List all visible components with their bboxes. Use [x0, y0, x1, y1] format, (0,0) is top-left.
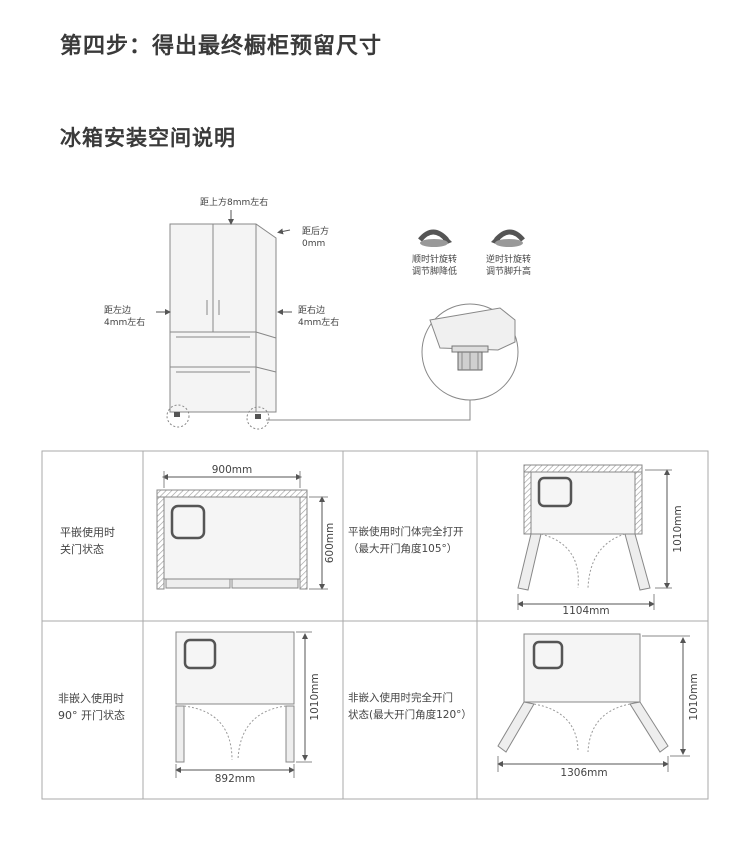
gap-back-line1: 距后方 — [302, 227, 330, 237]
left-foot-callout — [166, 404, 190, 428]
gap-right-line2: 4mm左右 — [298, 318, 340, 328]
dim-892: 892mm — [215, 773, 256, 785]
row1-open-label-line2: （最大开门角度105°） — [348, 543, 458, 555]
clockwise-rotate-icon — [418, 229, 452, 247]
row2-label-line1: 非嵌入使用时 — [58, 692, 124, 705]
dim-600: 600mm — [324, 523, 336, 564]
row1-open-label-line1: 平嵌使用时门体完全打开 — [348, 526, 464, 538]
row1-open-label: 平嵌使用时门体完全打开 （最大开门角度105°） — [348, 524, 464, 558]
flush-open-diagram — [517, 464, 672, 610]
gap-left-label: 距左边 4mm左右 — [104, 305, 145, 329]
row1-label: 平嵌使用时 关门状态 — [60, 524, 115, 558]
row2-open-label-line2: 状态(最大开门角度120°） — [348, 709, 472, 721]
gap-left-line2: 4mm左右 — [104, 318, 146, 328]
gap-left-line1: 距左边 — [104, 306, 132, 316]
non-embedded-90-diagram — [175, 631, 312, 778]
fridge-installation-diagram — [156, 210, 525, 430]
gap-right-label: 距右边 4mm左右 — [298, 305, 339, 329]
counter-line2: 调节脚升高 — [486, 267, 532, 277]
non-embedded-open-diagram — [497, 633, 690, 772]
flush-closed-diagram — [156, 471, 328, 590]
section-subtitle: 冰箱安装空间说明 — [60, 126, 236, 150]
gap-right-line1: 距右边 — [298, 306, 326, 316]
dim-1010-a: 1010mm — [672, 505, 684, 552]
gap-top-label: 距上方8mm左右 — [200, 198, 269, 208]
fridge-illustration — [169, 223, 277, 413]
foot-zoom-view — [421, 303, 519, 401]
row2-open-label: 非嵌入使用时完全开门 状态(最大开门角度120°） — [348, 690, 472, 724]
row1-label-line2: 关门状态 — [60, 543, 104, 556]
dim-1010-b: 1010mm — [309, 673, 321, 720]
counter-label: 逆时针旋转 调节脚升高 — [486, 254, 531, 278]
row2-open-label-line1: 非嵌入使用时完全开门 — [348, 692, 453, 704]
counterclockwise-rotate-icon — [491, 229, 525, 247]
right-foot-callout — [246, 406, 270, 430]
clockwise-line1: 顺时针旋转 — [412, 255, 458, 265]
clockwise-line2: 调节脚降低 — [412, 267, 458, 277]
gap-back-label: 距后方 0mm — [302, 226, 329, 250]
row1-label-line1: 平嵌使用时 — [60, 526, 115, 539]
dim-900: 900mm — [212, 464, 253, 476]
row2-label-line2: 90° 开门状态 — [58, 709, 125, 722]
counter-line1: 逆时针旋转 — [486, 255, 532, 265]
gap-back-line2: 0mm — [302, 239, 326, 249]
dim-1010-c: 1010mm — [688, 673, 700, 720]
page-title: 第四步：得出最终橱柜预留尺寸 — [60, 34, 383, 59]
clockwise-label: 顺时针旋转 调节脚降低 — [412, 254, 457, 278]
dim-1306: 1306mm — [560, 767, 607, 779]
dim-1104: 1104mm — [562, 605, 609, 617]
row2-label: 非嵌入使用时 90° 开门状态 — [58, 690, 125, 724]
